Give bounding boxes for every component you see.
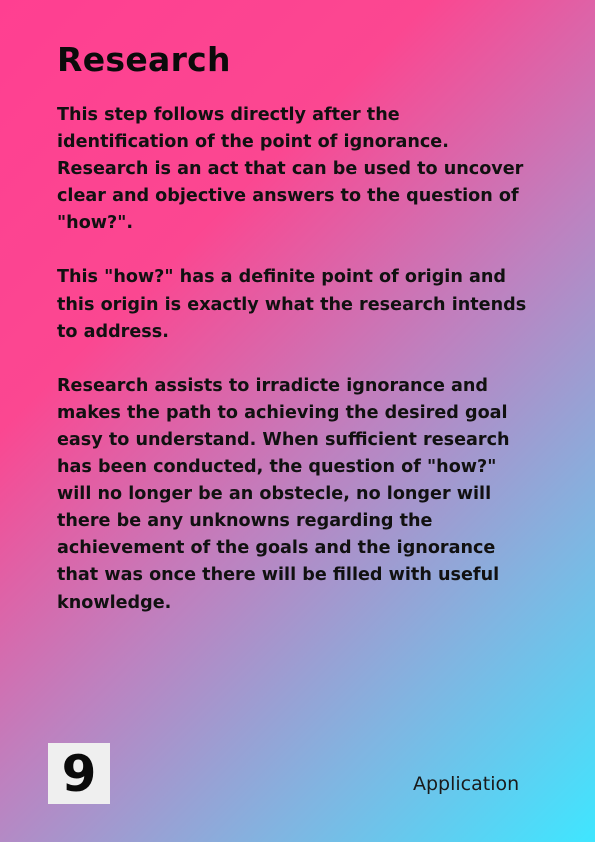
body-text: This step follows directly after the ide… [57,102,527,644]
page-number-box: 9 [48,743,110,804]
paragraph-3: Research assists to irradicte ignorance … [57,375,510,613]
paragraph-2: This "how?" has a definite point of orig… [57,267,527,342]
paragraph-1: This step follows directly after the ide… [57,105,524,234]
page-number: 9 [61,744,97,803]
page-title: Research [57,40,231,79]
footer-label: Application [413,773,520,795]
